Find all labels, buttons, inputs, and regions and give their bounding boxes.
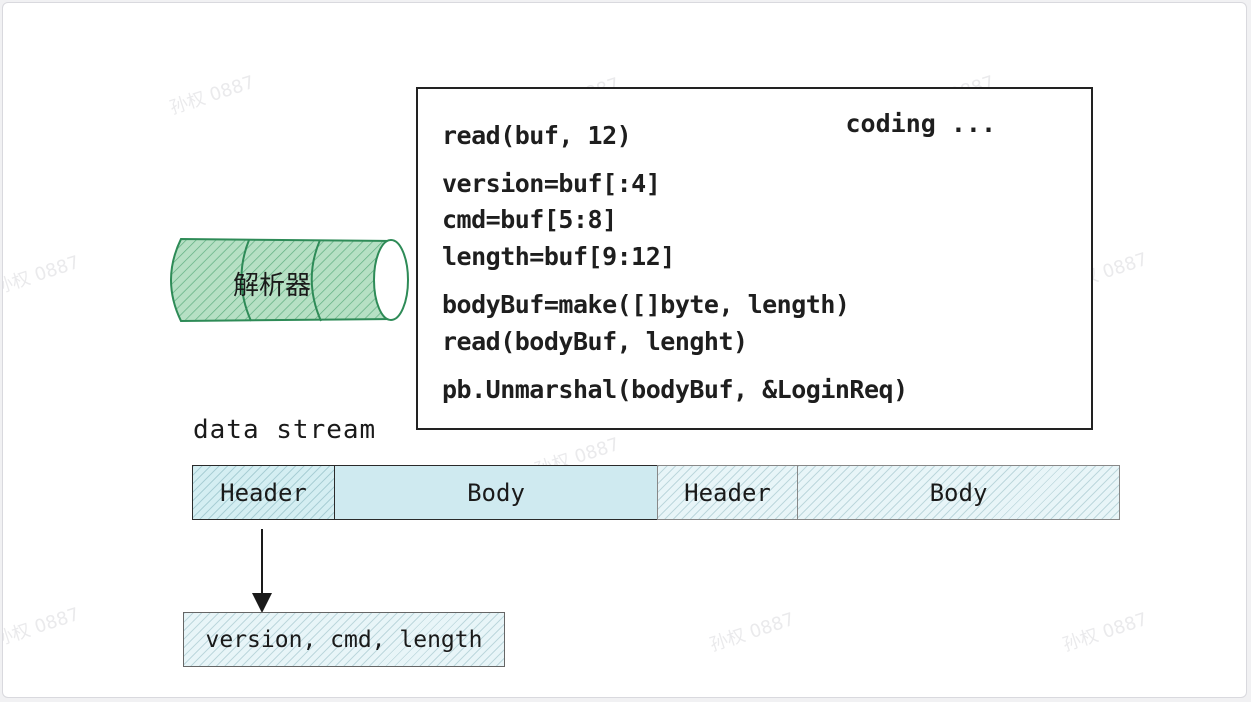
- code-line: read(buf, 12): [442, 121, 632, 150]
- header-fields-box: version, cmd, length: [183, 612, 505, 667]
- watermark: 孙权 0887: [1060, 608, 1151, 656]
- stream-segment-body: Body: [797, 465, 1120, 520]
- stream-segment-header: Header: [657, 465, 798, 520]
- code-line: read(bodyBuf, lenght): [442, 327, 748, 356]
- watermark: 孙权 0887: [167, 71, 258, 119]
- watermark: 孙权 0887: [2, 603, 83, 651]
- coding-status: coding ...: [845, 109, 996, 138]
- watermark: 孙权 0887: [2, 251, 83, 299]
- code-line: bodyBuf=make([]byte, length): [442, 290, 850, 319]
- stream-segment-body: Body: [334, 465, 658, 520]
- code-line: version=buf[:4]: [442, 169, 661, 198]
- arrow-down-icon: [252, 529, 272, 613]
- code-line: length=buf[9:12]: [442, 242, 675, 271]
- parser-label: 解析器: [233, 271, 312, 301]
- data-stream-label: data stream: [193, 415, 377, 445]
- parser-cylinder-icon: [170, 237, 409, 323]
- code-panel: coding ... read(buf, 12) version=buf[:4]…: [416, 87, 1093, 430]
- code-line: cmd=buf[5:8]: [442, 205, 617, 234]
- code-line: pb.Unmarshal(bodyBuf, &LoginReq): [442, 375, 908, 404]
- stream-segment-header: Header: [192, 465, 335, 520]
- watermark: 孙权 0887: [707, 608, 798, 656]
